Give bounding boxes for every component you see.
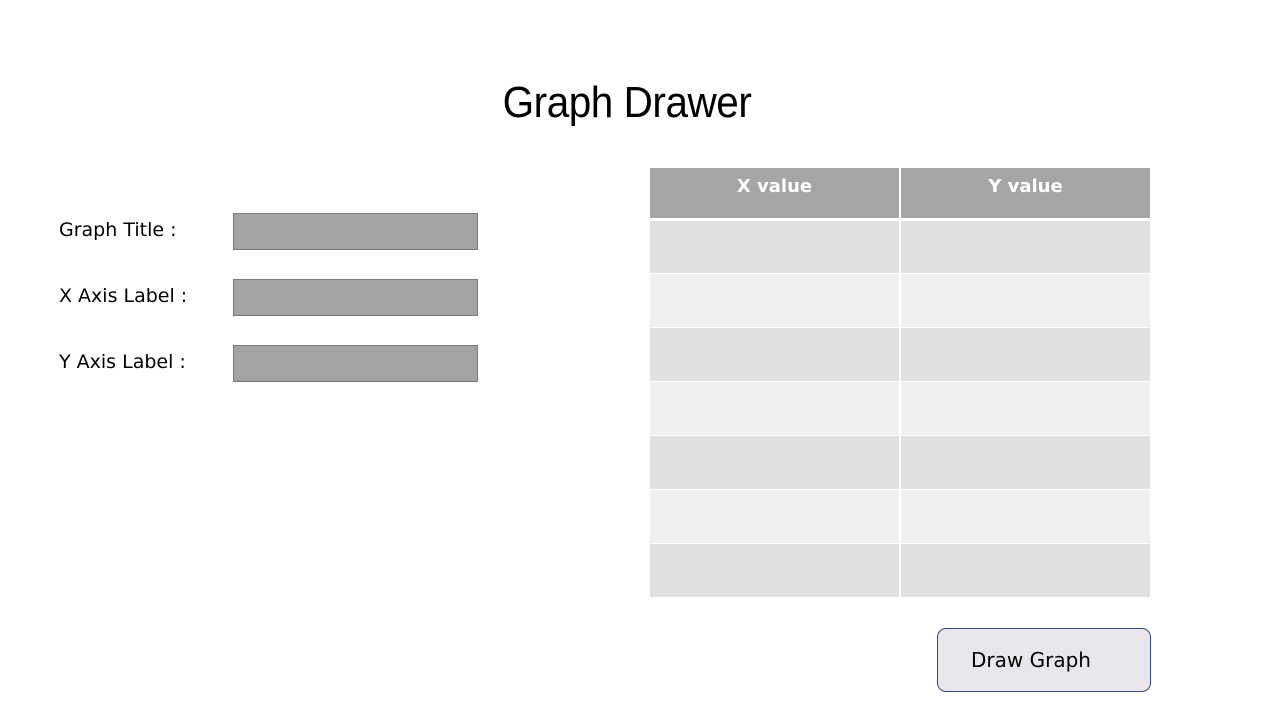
y-axis-label-label: Y Axis Label :: [59, 351, 186, 373]
x-value-cell[interactable]: [650, 381, 901, 436]
x-value-input[interactable]: [650, 489, 899, 543]
y-value-header: Y value: [900, 168, 1150, 221]
draw-graph-button[interactable]: Draw Graph: [937, 628, 1151, 692]
x-value-input[interactable]: [650, 220, 899, 273]
graph-title-row: Graph Title :: [59, 213, 489, 253]
x-value-input[interactable]: [650, 327, 899, 381]
y-value-input[interactable]: [901, 435, 1150, 489]
x-value-cell[interactable]: [650, 219, 901, 274]
table-row: [650, 489, 1150, 544]
table-row: [650, 435, 1150, 490]
x-value-cell[interactable]: [650, 273, 901, 328]
y-value-cell[interactable]: [900, 489, 1150, 544]
y-value-cell[interactable]: [900, 435, 1150, 490]
y-axis-label-row: Y Axis Label :: [59, 345, 489, 385]
table-row: [650, 543, 1150, 598]
x-axis-label-row: X Axis Label :: [59, 279, 489, 319]
table-header-row: X value Y value: [650, 168, 1150, 221]
x-value-header: X value: [650, 168, 901, 221]
x-value-input[interactable]: [650, 543, 899, 597]
y-axis-label-input[interactable]: [233, 345, 478, 382]
table-row: [650, 381, 1150, 436]
table-row: [650, 219, 1150, 274]
x-value-cell[interactable]: [650, 327, 901, 382]
y-value-input[interactable]: [901, 273, 1150, 327]
x-value-input[interactable]: [650, 381, 899, 435]
x-axis-label-input[interactable]: [233, 279, 478, 316]
x-value-input[interactable]: [650, 435, 899, 489]
y-value-input[interactable]: [901, 543, 1150, 597]
y-value-input[interactable]: [901, 327, 1150, 381]
graph-title-label: Graph Title :: [59, 219, 177, 241]
x-axis-label-label: X Axis Label :: [59, 285, 188, 307]
page-title: Graph Drawer: [502, 78, 752, 127]
y-value-input[interactable]: [901, 381, 1150, 435]
y-value-input[interactable]: [901, 489, 1150, 543]
x-value-input[interactable]: [650, 273, 899, 327]
y-value-cell[interactable]: [900, 381, 1150, 436]
y-value-cell[interactable]: [900, 273, 1150, 328]
x-value-cell[interactable]: [650, 489, 901, 544]
y-value-input[interactable]: [901, 220, 1150, 273]
y-value-cell[interactable]: [900, 219, 1150, 274]
x-value-cell[interactable]: [650, 435, 901, 490]
graph-title-input[interactable]: [233, 213, 478, 250]
table-row: [650, 327, 1150, 382]
y-value-cell[interactable]: [900, 327, 1150, 382]
table-row: [650, 273, 1150, 328]
xy-data-table: X value Y value: [650, 168, 1150, 598]
y-value-cell[interactable]: [900, 543, 1150, 598]
x-value-cell[interactable]: [650, 543, 901, 598]
